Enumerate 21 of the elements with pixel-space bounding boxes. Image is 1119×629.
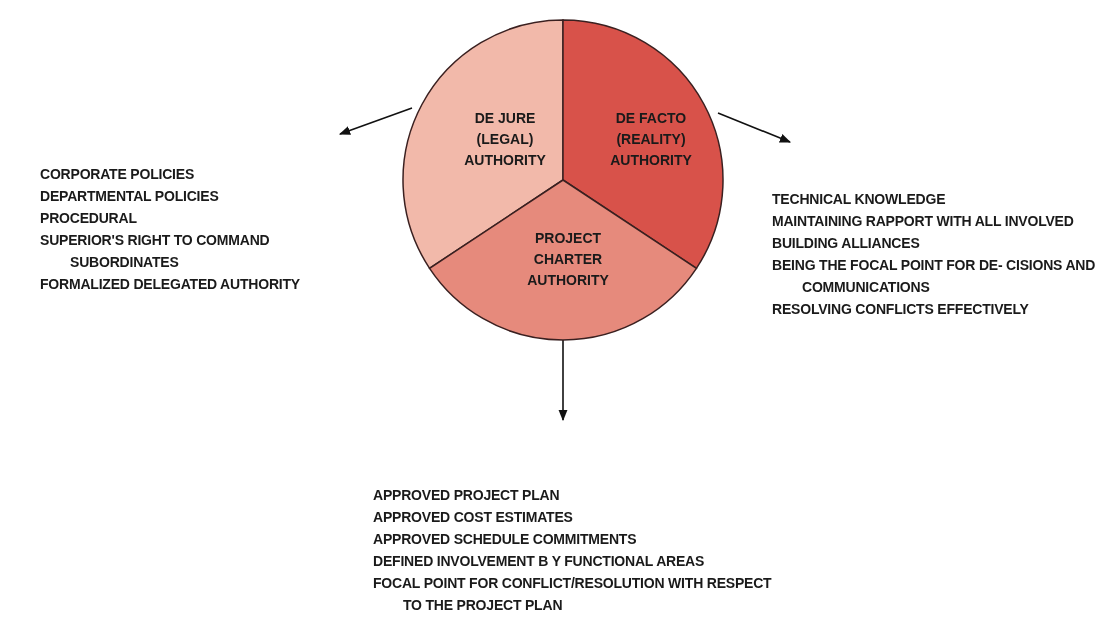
sector-label: DE JURE (LEGAL) AUTHORITY <box>463 109 547 170</box>
list-item: BUILDING ALLIANCES <box>772 234 921 253</box>
sector-label: DE FACTO (REALITY) AUTHORITY <box>609 109 693 170</box>
sector-label: PROJECT CHARTER AUTHORITY <box>526 229 610 290</box>
list-item: DEPARTMENTAL POLICIES <box>40 187 220 206</box>
list-item: FOCAL POINT FOR CONFLICT/RESOLUTION WITH RESPECT TO THE PROJECT PLAN <box>373 574 773 615</box>
list-item: APPROVED COST ESTIMATES <box>373 508 574 527</box>
list-item: APPROVED SCHEDULE COMMITMENTS <box>373 530 638 549</box>
arrow <box>338 107 413 135</box>
list-item: TECHNICAL KNOWLEDGE <box>772 190 947 209</box>
list-item: MAINTAINING RAPPORT WITH ALL INVOLVED <box>772 212 1075 231</box>
list-item: RESOLVING CONFLICTS EFFECTIVELY <box>772 300 1030 319</box>
list-item: CORPORATE POLICIES <box>40 165 196 184</box>
list-item: BEING THE FOCAL POINT FOR DE- CISIONS AND COMMUNICATIONS <box>772 256 1097 297</box>
list-item: FORMALIZED DELEGATED AUTHORITY <box>40 275 301 294</box>
list-item: DEFINED INVOLVEMENT B Y FUNCTIONAL AREAS <box>373 552 706 571</box>
arrow <box>717 112 792 143</box>
list-item: APPROVED PROJECT PLAN <box>373 486 561 505</box>
arrow <box>558 339 568 422</box>
list-item: PROCEDURAL <box>40 209 138 228</box>
list-item: SUPERIOR'S RIGHT TO COMMAND SUBORDINATES <box>40 231 271 272</box>
